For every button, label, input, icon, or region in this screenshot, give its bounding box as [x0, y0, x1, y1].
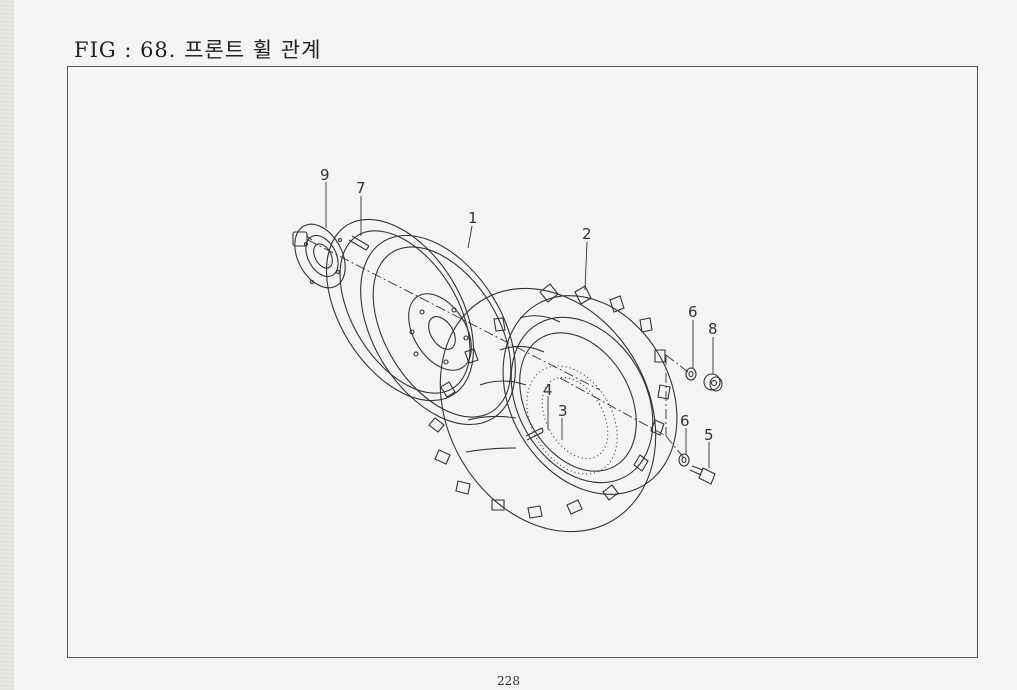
part-1-wheel-rim: [325, 218, 516, 426]
callout-3: 3: [558, 402, 568, 420]
callout-6-upper: 6: [688, 303, 698, 321]
leader-lines: [325, 182, 714, 468]
callout-8: 8: [708, 320, 718, 338]
callout-9: 9: [320, 166, 330, 184]
part-8-nut: [703, 373, 723, 392]
scan-edge: [0, 0, 14, 690]
part-9-hub-flange: [292, 223, 346, 289]
part-2-tire: [428, 283, 678, 533]
callout-1: 1: [468, 209, 478, 227]
drawing-frame: [67, 66, 978, 658]
assembly-centerlines: [307, 239, 689, 459]
part-5-bolt: [689, 465, 716, 485]
part-7-stud-bolt: [348, 235, 370, 251]
part-4-valve: [525, 427, 544, 441]
callout-6-lower: 6: [680, 412, 690, 430]
figure-title: FIG : 68. 프론트 휠 관계: [74, 38, 322, 62]
callout-5: 5: [704, 426, 714, 444]
callout-7: 7: [356, 179, 366, 197]
callout-4: 4: [543, 381, 553, 399]
part-6-washer-upper: [685, 367, 697, 381]
part-6-washer-lower: [678, 453, 690, 467]
callout-2: 2: [582, 225, 592, 243]
part-3-tube: [526, 365, 618, 475]
page-number: 228: [497, 674, 520, 688]
